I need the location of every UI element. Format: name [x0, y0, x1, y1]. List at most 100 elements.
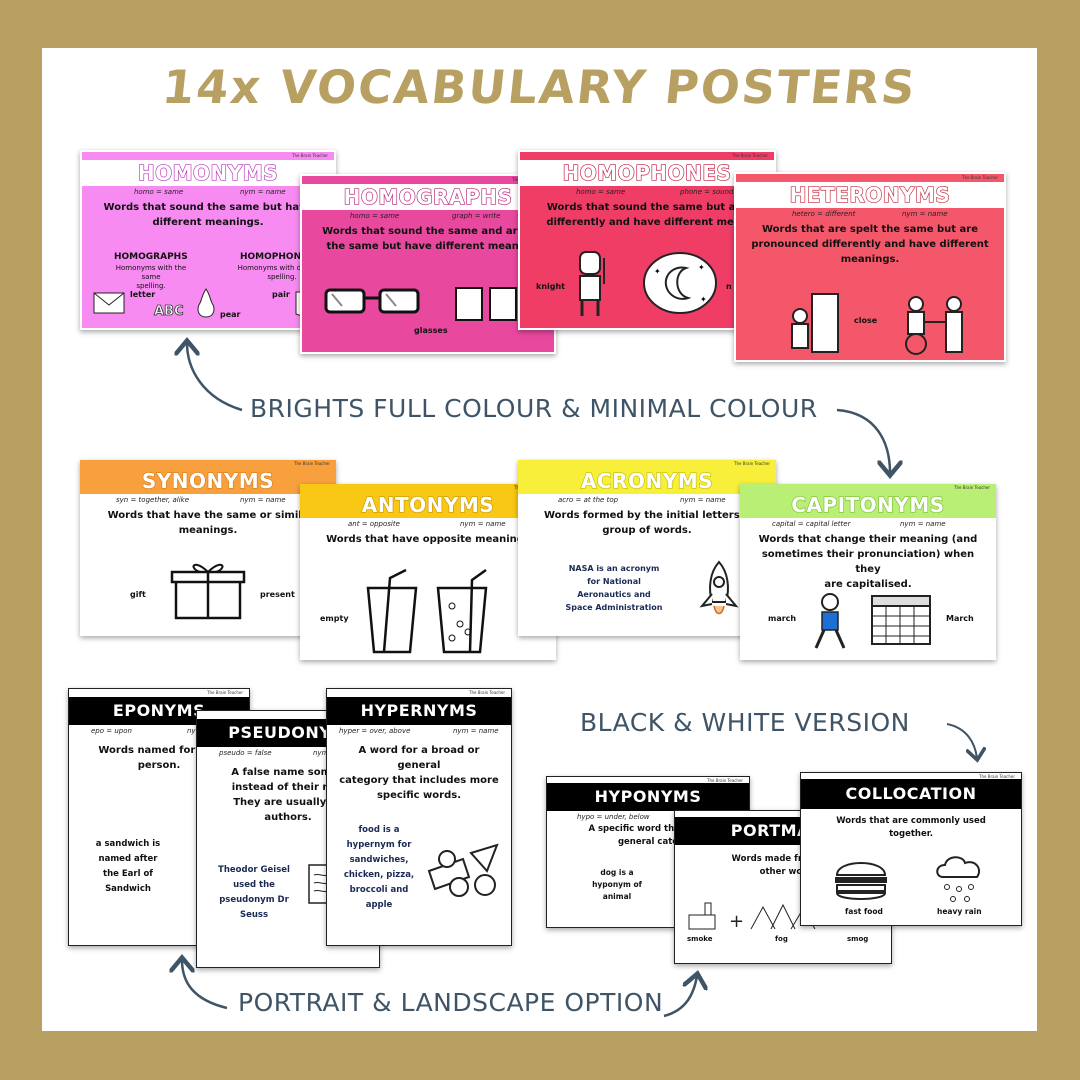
label: smog	[847, 935, 869, 943]
rain-cloud-icon	[936, 856, 981, 902]
brand-label: The Brain Teacher	[292, 153, 328, 158]
poster-frame: 14x VOCABULARY POSTERS BRIGHTS FULL COLO…	[42, 48, 1037, 1031]
etymology-right: graph = write	[452, 212, 501, 220]
label: gift	[130, 590, 146, 599]
handshake-icon	[905, 296, 963, 355]
pear-icon	[197, 288, 215, 318]
label: ABC	[154, 304, 184, 320]
marching-boy-icon	[814, 593, 846, 649]
poster-title: HOMONYMS	[137, 160, 279, 185]
poster-capitonyms: CAPITONYMS capital = capital letter nym …	[740, 484, 996, 660]
brand-label: The Brain Teacher	[294, 461, 330, 466]
svg-text:+: +	[729, 911, 744, 932]
svg-text:✦: ✦	[654, 267, 661, 276]
poster-title: ANTONYMS	[361, 492, 495, 517]
definition: Words that sound the same and are s the …	[322, 226, 534, 252]
poster-hypernyms: HYPERNYMS hyper = over, above nym = name…	[326, 688, 512, 946]
label: letter	[130, 290, 156, 299]
smoke-fog-icon: +	[688, 902, 816, 932]
label: March	[946, 614, 974, 623]
etymology-left: hetero = different	[792, 210, 856, 218]
main-title: 14x VOCABULARY POSTERS	[159, 60, 920, 114]
etymology-right: nym = name	[460, 520, 506, 528]
poster-title: PSEUDONYM	[228, 723, 348, 742]
label: heavy rain	[937, 907, 982, 916]
night-sky-icon: ✦✦✦	[643, 252, 717, 314]
example-text: Theodor Geisel used the pseudonym Dr Seu…	[218, 865, 290, 920]
etymology-left: hypo = under, below	[577, 813, 650, 821]
label: glasses	[414, 326, 448, 335]
gift-icon	[170, 563, 246, 620]
poster-synonyms: SYNONYMS syn = together, alike nym = nam…	[80, 460, 336, 636]
poster-title: HOMOPHONES	[562, 160, 732, 185]
poster-title: ACRONYMS	[580, 468, 714, 493]
subheading: HOMOPHONES	[240, 252, 314, 262]
definition: Words formed by the initial letters o gr…	[543, 510, 750, 536]
arrow-down-right-icon	[836, 408, 890, 473]
brand-label: The Brain Teacher	[979, 774, 1015, 779]
etymology-left: ant = opposite	[348, 520, 400, 528]
poster-title: EPONYMS	[112, 701, 206, 720]
label: pear	[220, 310, 241, 319]
label: knight	[536, 282, 566, 291]
label: pair	[272, 290, 290, 299]
definition: Words that are commonly used together.	[836, 816, 986, 839]
etymology-left: homo = same	[576, 188, 626, 196]
glasses-icon	[324, 288, 420, 314]
definition: Words that sound the same but have diffe…	[103, 202, 313, 228]
poster-title: HOMOGRAPHS	[343, 184, 513, 209]
example-text: food is a hypernym for sandwiches, chick…	[343, 825, 415, 910]
calendar-icon	[871, 595, 931, 645]
envelope-icon	[93, 292, 125, 314]
burger-icon	[835, 862, 887, 900]
knight-icon	[579, 251, 605, 316]
brand-label: The Brain Teacher	[732, 153, 768, 158]
label: close	[854, 316, 878, 325]
etymology-right: nym	[313, 749, 329, 757]
etymology-left: homo = same	[350, 212, 400, 220]
etymology-left: pseudo = false	[219, 749, 272, 757]
caption-brights: BRIGHTS FULL COLOUR & MINIMAL COLOUR	[250, 394, 818, 423]
label: march	[768, 614, 797, 623]
subnote: Homonyms with the same spelling.	[115, 264, 187, 290]
example-text: dog is a hyponym of animal	[592, 868, 642, 901]
caption-bw: BLACK & WHITE VERSION	[580, 708, 910, 737]
brand-label: The Brain Teacher	[207, 690, 243, 695]
etymology-right: nym = name	[240, 496, 286, 504]
food-icon	[427, 843, 499, 897]
door-icon	[791, 293, 839, 353]
etymology-left: hyper = over, above	[339, 727, 411, 735]
poster-title: SYNONYMS	[141, 468, 275, 493]
definition: Words that are spelt the same but are pr…	[751, 224, 989, 265]
rocket-icon	[699, 560, 739, 615]
etymology-left: syn = together, alike	[116, 496, 190, 504]
etymology-right: nym = name	[680, 496, 726, 504]
brand-label: The Brain Teacher	[707, 778, 743, 783]
arrow-up-left-icon	[187, 343, 243, 412]
poster-homophones: HOMOPHONES homo = same phone = sound Wor…	[518, 150, 776, 330]
definition: Words that have opposite meanings	[326, 534, 530, 545]
label: fast food	[845, 907, 883, 916]
etymology-right: nym	[187, 727, 203, 735]
etymology-right: nym = name	[240, 188, 286, 196]
poster-acronyms: ACRONYMS acro = at the top nym = name Wo…	[518, 460, 776, 636]
poster-homonyms: HOMONYMS homo = same nym = name Words th…	[80, 150, 336, 330]
svg-text:✦: ✦	[700, 295, 707, 304]
etymology-right: phone = sound	[680, 188, 734, 196]
poster-title: HETERONYMS	[789, 182, 951, 207]
label: fog	[775, 935, 788, 943]
poster-collocation: COLLOCATION Words that are commonly used…	[800, 772, 1022, 926]
etymology-right: nym = name	[902, 210, 948, 218]
subheading: HOMOGRAPHS	[114, 252, 188, 262]
full-glass-icon	[436, 568, 488, 654]
poster-title: COLLOCATION	[845, 784, 977, 803]
label: n	[726, 282, 732, 291]
example-text: NASA is an acronym for National Aeronaut…	[565, 564, 663, 612]
label: smoke	[687, 935, 713, 943]
poster-antonyms: ANTONYMS ant = opposite nym = name Words…	[300, 484, 556, 660]
etymology-left: epo = upon	[91, 727, 132, 735]
definition: A word for a broad or general category t…	[339, 745, 499, 801]
poster-title: HYPERNYMS	[360, 701, 478, 720]
brand-label: The Brain Teacher	[962, 175, 998, 180]
arrow-down-bw-icon	[946, 723, 977, 758]
